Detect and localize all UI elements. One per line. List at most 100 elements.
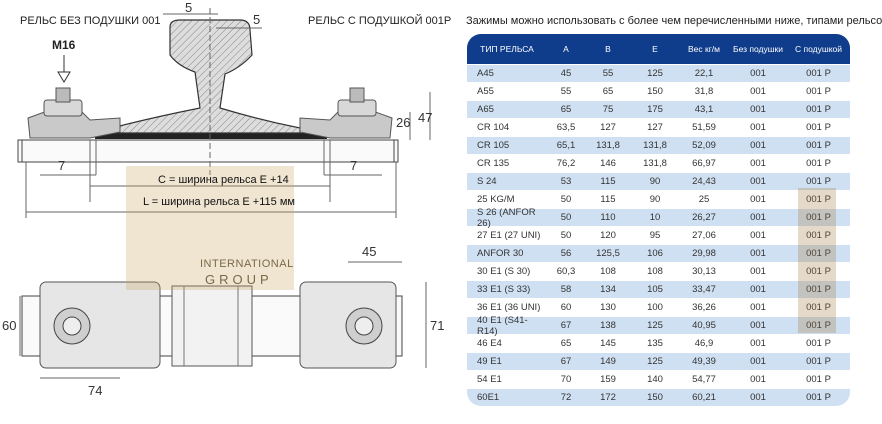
table-cell-type: 40 E1 (S41-R14) <box>477 314 528 337</box>
table-cell-a: 65,1 <box>556 140 576 151</box>
table-cell-np: 001 <box>750 104 766 115</box>
table-cell-b: 130 <box>600 302 616 313</box>
table-cell-b: 115 <box>600 194 616 205</box>
table-cell-np: 001 <box>750 212 766 223</box>
table-cell-a: 65 <box>560 104 572 115</box>
table-cell-e: 150 <box>647 392 663 403</box>
table-cell-b: 115 <box>600 176 616 187</box>
dim-h60: 60 <box>2 318 17 333</box>
table-cell-a: 65 <box>560 338 572 349</box>
table-cell-b: 131,8 <box>596 140 620 151</box>
table-cell-np: 001 <box>750 158 766 169</box>
dim-h26: 26 <box>396 115 411 130</box>
watermark <box>126 166 294 290</box>
dim-w45: 45 <box>362 244 377 259</box>
table-cell-w: 52,09 <box>692 140 716 151</box>
table-cell-e: 127 <box>647 122 663 133</box>
table-cell-a: 50 <box>560 194 572 205</box>
table-cell-np: 001 <box>750 230 766 241</box>
dim-top-left-5: 5 <box>185 0 193 15</box>
table-cell-np: 001 <box>750 302 766 313</box>
table-cell-a: 72 <box>560 392 572 403</box>
table-cell-type: S 24 <box>477 176 497 187</box>
table-cell-e: 95 <box>649 230 661 241</box>
table-cell-type: A55 <box>477 86 494 97</box>
table-cell-w: 33,47 <box>692 284 716 295</box>
table-cell-wp: 001 P <box>806 338 831 349</box>
table-cell-e: 150 <box>647 86 663 97</box>
label-with-pad: РЕЛЬС С ПОДУШКОЙ 001Р <box>308 15 452 27</box>
table-cell-b: 149 <box>600 356 616 367</box>
table-cell-b: 127 <box>600 122 616 133</box>
formula-c: C = ширина рельса E +14 <box>158 174 289 186</box>
table-cell-e: 10 <box>649 212 661 223</box>
table-cell-e: 131,8 <box>643 158 667 169</box>
table-cell-e: 140 <box>647 374 663 385</box>
table-cell-type: 49 E1 <box>477 356 502 367</box>
dim-left-7: 7 <box>58 158 66 173</box>
table-cell-e: 125 <box>647 68 663 79</box>
table-cell-w: 26,27 <box>692 212 716 223</box>
col-header-a: A <box>563 44 569 54</box>
watermark-text-1: INTERNATIONAL <box>200 258 294 270</box>
table-cell-type: 36 E1 (36 UNI) <box>477 302 541 313</box>
table-cell-type: 54 E1 <box>477 374 502 385</box>
table-cell-type: 60E1 <box>477 392 500 403</box>
bolt-label: M16 <box>52 38 76 52</box>
table-cell-b: 65 <box>602 86 614 97</box>
col-header-b: B <box>605 44 611 54</box>
table-cell-e: 131,8 <box>643 140 667 151</box>
label-without-pad: РЕЛЬС БЕЗ ПОДУШКИ 001 <box>20 15 161 27</box>
table-cell-e: 125 <box>647 356 663 367</box>
table-cell-type: A65 <box>477 104 494 115</box>
table-cell-np: 001 <box>750 338 766 349</box>
table-cell-type: A45 <box>477 68 494 79</box>
table-cell-a: 70 <box>560 374 572 385</box>
table-cell-np: 001 <box>750 122 766 133</box>
technical-drawing: INTERNATIONAL GROUP РЕЛЬС БЕЗ ПОДУШКИ 00… <box>2 0 452 398</box>
rail-type-table: ТИП РЕЛЬСА A B E Вес кг/м Без подушки С … <box>467 34 850 406</box>
table-cell-np: 001 <box>750 194 766 205</box>
table-cell-b: 75 <box>602 104 614 115</box>
table-cell-b: 145 <box>600 338 616 349</box>
table-cell-a: 63,5 <box>556 122 576 133</box>
table-cell-wp: 001 P <box>806 266 831 277</box>
table-cell-b: 146 <box>600 158 616 169</box>
table-cell-a: 45 <box>560 68 572 79</box>
table-cell-np: 001 <box>750 356 766 367</box>
drawing-svg <box>17 8 431 379</box>
table-header: ТИП РЕЛЬСА A B E Вес кг/м Без подушки С … <box>467 34 850 64</box>
table-cell-wp: 001 P <box>806 68 831 79</box>
table-cell-type: CR 104 <box>477 122 510 133</box>
table-cell-np: 001 <box>750 266 766 277</box>
watermark-text-2: GROUP <box>205 272 273 287</box>
table-cell-np: 001 <box>750 320 766 331</box>
table-cell-wp: 001 P <box>806 104 831 115</box>
col-header-e: E <box>652 44 658 54</box>
table-cell-a: 67 <box>560 320 572 331</box>
table-cell-e: 135 <box>647 338 663 349</box>
table-cell-wp: 001 P <box>806 122 831 133</box>
col-header-with-pad: С подушкой <box>795 44 842 54</box>
table-cell-np: 001 <box>750 176 766 187</box>
dim-h47: 47 <box>418 110 433 125</box>
table-cell-b: 55 <box>602 68 614 79</box>
table-cell-type: CR 135 <box>477 158 510 169</box>
table-cell-type: ANFOR 30 <box>477 248 524 259</box>
table-cell-b: 134 <box>600 284 616 295</box>
watermark-bar <box>798 188 836 333</box>
table-cell-b: 110 <box>600 212 616 223</box>
dim-w74: 74 <box>88 383 103 398</box>
table-cell-a: 55 <box>560 86 572 97</box>
table-cell-w: 30,13 <box>692 266 716 277</box>
table-cell-b: 108 <box>600 266 616 277</box>
